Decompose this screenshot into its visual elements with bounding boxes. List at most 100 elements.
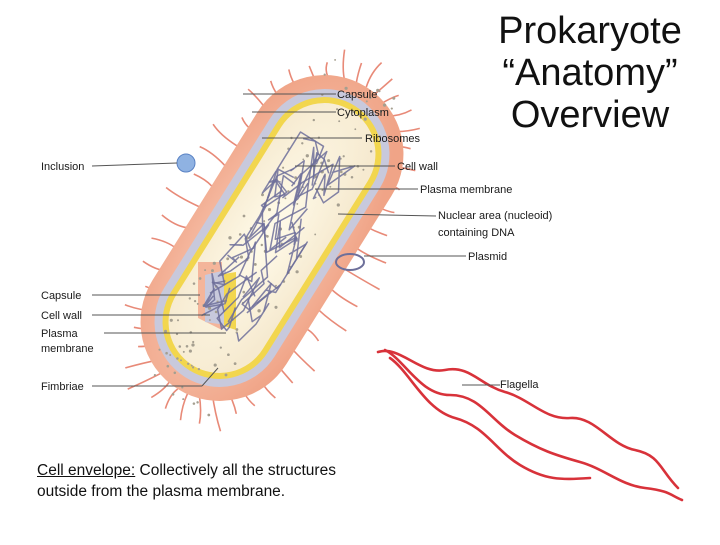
dna-strand <box>202 287 231 308</box>
ribosome <box>378 135 382 138</box>
ribosome <box>196 302 199 305</box>
label-membrane-left: membrane <box>41 343 94 355</box>
cell-envelope-note: Cell envelope: Collectively all the stru… <box>37 460 437 502</box>
ribosome <box>180 359 182 362</box>
ribosome <box>354 128 357 131</box>
ribosome <box>329 185 332 188</box>
ribosomes <box>153 58 396 417</box>
ribosome <box>196 401 199 404</box>
label-plasmid: Plasmid <box>468 251 507 263</box>
title-line-3: Overview <box>510 94 670 136</box>
ribosome <box>344 86 348 90</box>
ribosome <box>204 269 207 272</box>
ribosome <box>192 402 196 405</box>
label-cell-wall-left: Cell wall <box>41 310 82 322</box>
ribosome <box>158 348 161 351</box>
label-nuclear-area-dna: containing DNA <box>438 227 515 239</box>
ribosome <box>219 346 222 349</box>
ribosome <box>214 310 218 314</box>
ribosome <box>274 305 278 309</box>
ribosome <box>213 363 217 367</box>
ribosome <box>224 373 228 377</box>
label-ribosomes: Ribosomes <box>365 133 421 145</box>
ribosome <box>365 100 368 103</box>
flagella <box>376 348 684 502</box>
plasmid <box>335 253 365 271</box>
ribosome <box>338 120 341 123</box>
fimbria <box>317 309 347 332</box>
ribosome <box>363 117 367 121</box>
ribosome <box>182 350 185 353</box>
ribosome <box>173 371 177 375</box>
dna-strand <box>217 194 270 277</box>
dna-strand <box>267 218 308 289</box>
inclusion-granule <box>176 153 196 173</box>
label-fimbriae: Fimbriae <box>41 381 84 393</box>
ribosome <box>382 103 387 107</box>
ribosome <box>299 255 303 258</box>
ribosome <box>197 367 201 371</box>
ribosome <box>350 175 354 179</box>
ribosome <box>192 282 196 285</box>
ribosome <box>357 113 361 116</box>
label-inclusion: Inclusion <box>41 161 84 173</box>
dna-strand <box>281 163 334 200</box>
ribosome <box>242 290 246 294</box>
fimbria <box>161 214 188 229</box>
ribosome <box>369 96 372 100</box>
ribosome <box>260 243 263 247</box>
fimbria <box>365 62 383 88</box>
ribosome <box>295 270 299 274</box>
ribosome <box>235 328 239 331</box>
label-capsule-left: Capsule <box>41 290 81 302</box>
ribosome <box>340 170 343 174</box>
dna-strand <box>216 271 261 330</box>
ribosome <box>336 203 340 207</box>
fimbria <box>331 289 358 308</box>
ribosome <box>208 319 211 321</box>
ribosome <box>275 284 277 287</box>
fimbria <box>198 394 202 424</box>
dna-strand <box>227 204 269 323</box>
fimbria <box>342 49 346 82</box>
label-cell-wall-right: Cell wall <box>397 161 438 173</box>
ribosome <box>321 189 324 192</box>
ribosome <box>182 398 185 401</box>
ribosome <box>185 345 189 348</box>
dna-strand <box>236 298 270 342</box>
ribosome <box>352 110 355 114</box>
ribosome <box>181 386 184 389</box>
title-line-1: Prokaryote <box>498 10 682 52</box>
ribosome <box>284 197 287 200</box>
fimbria <box>164 388 179 409</box>
ribosome <box>188 297 191 300</box>
ribosome <box>226 257 230 261</box>
fimbria <box>179 392 189 421</box>
label-cytoplasm: Cytoplasm <box>337 107 389 119</box>
ribosome <box>171 393 175 396</box>
ribosome <box>239 255 244 259</box>
ribosome <box>227 353 230 357</box>
ribosome <box>228 236 232 240</box>
ribosome <box>169 318 173 322</box>
ribosome <box>193 299 197 303</box>
ribosome <box>362 168 365 171</box>
ribosome <box>266 235 269 238</box>
ribosome <box>257 309 261 313</box>
ribosome <box>390 107 393 110</box>
ribosome <box>153 373 157 377</box>
ribosome <box>233 362 237 365</box>
dna-strand <box>266 131 325 199</box>
ribosome <box>327 159 331 163</box>
fimbria <box>355 62 363 83</box>
ribosome <box>342 155 345 158</box>
ribosome <box>166 364 170 368</box>
ribosome <box>369 150 373 153</box>
ribosome <box>392 96 396 100</box>
ribosome <box>267 208 272 212</box>
fimbria <box>374 78 393 95</box>
ribosome <box>376 88 380 92</box>
ribosome <box>207 413 211 417</box>
ribosome <box>314 233 317 236</box>
